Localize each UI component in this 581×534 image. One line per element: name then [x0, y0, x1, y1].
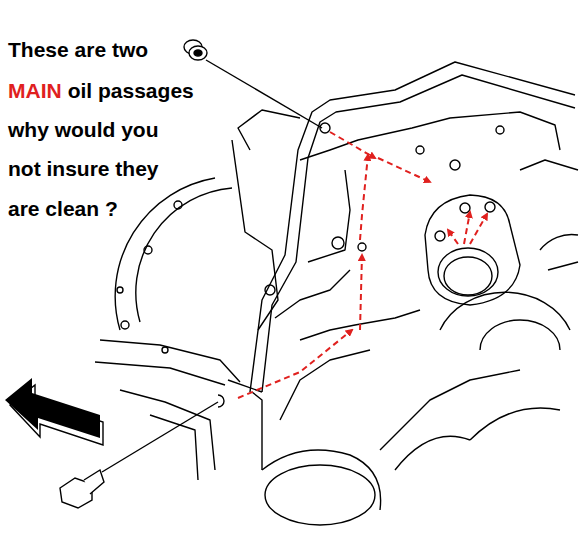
emphasis-word: MAIN [8, 78, 62, 104]
direction-arrow [5, 378, 103, 445]
oil-flow-arrow [238, 132, 487, 398]
note-text: why would you [8, 117, 159, 143]
note-text: not insure they [8, 156, 159, 182]
note-text: are clean ? [8, 196, 118, 222]
note-text: These are two [8, 37, 148, 63]
note-text: oil passages [68, 78, 194, 104]
cup-plug [184, 40, 322, 128]
block-outline [95, 62, 578, 525]
